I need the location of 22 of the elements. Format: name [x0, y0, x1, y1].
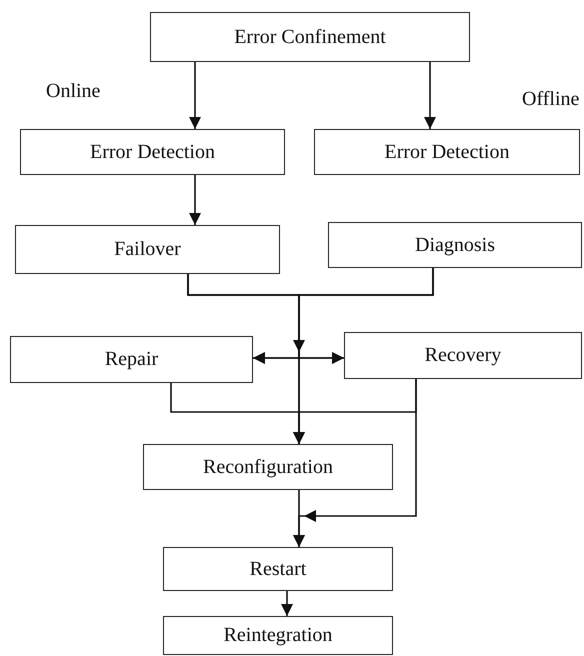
branch-label: Online: [46, 80, 100, 103]
box-label: Repair: [104, 348, 158, 371]
process-box: [143, 444, 393, 490]
box-label: Recovery: [424, 344, 502, 367]
box-label: Restart: [250, 558, 306, 580]
box-label: Reintegration: [224, 624, 332, 647]
process-box: [10, 336, 253, 383]
process-box: [344, 332, 582, 379]
process-box: [150, 12, 470, 62]
process-box: [328, 222, 582, 268]
box-label: Error Detection: [384, 140, 510, 164]
box-label: Error Detection: [90, 140, 215, 164]
branch-label: Offline: [522, 88, 580, 111]
box-label: Reconfiguration: [203, 456, 333, 478]
process-box: [163, 547, 393, 591]
process-box: [163, 616, 393, 655]
box-label: Error Confinement: [234, 26, 386, 48]
box-label: Failover: [114, 238, 181, 261]
process-box: [15, 225, 280, 274]
process-box: [314, 129, 580, 175]
process-box: [20, 129, 285, 175]
box-label: Diagnosis: [415, 234, 495, 256]
